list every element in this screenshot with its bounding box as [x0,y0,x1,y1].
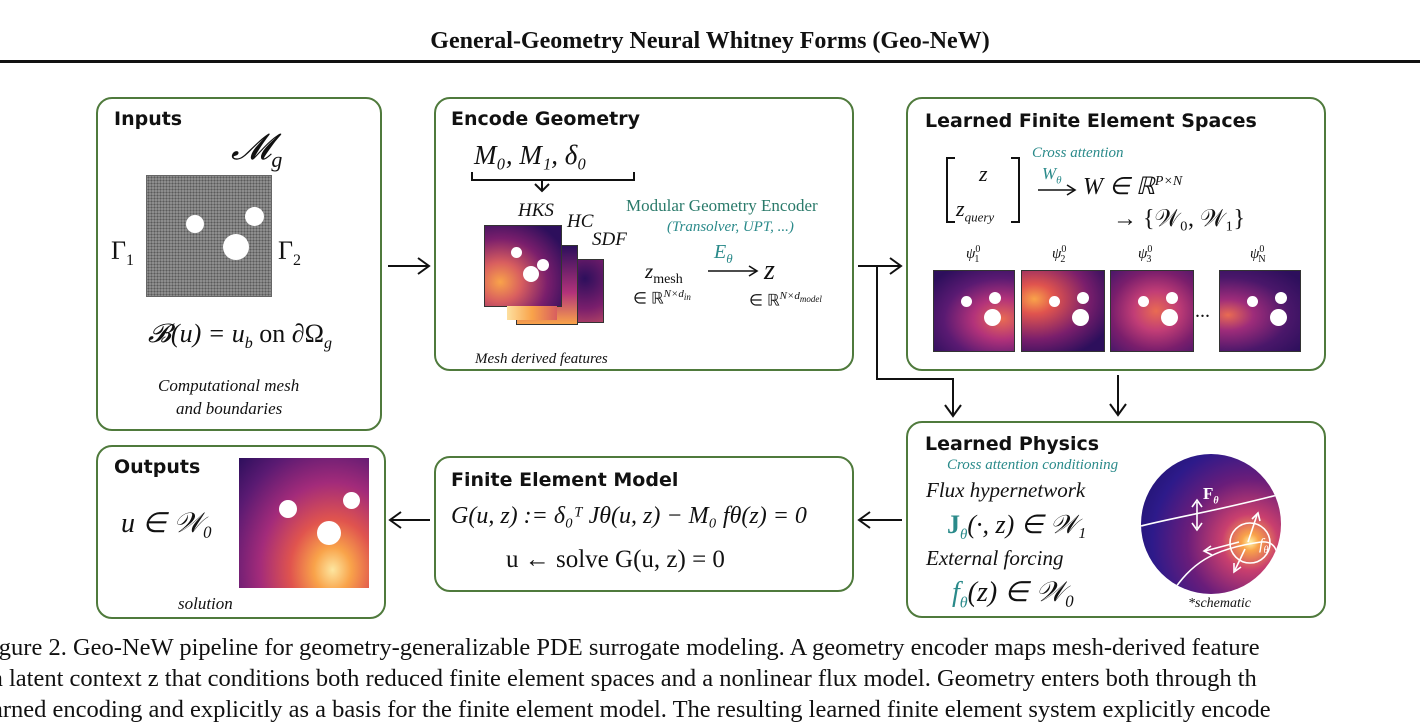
basis-hole [1161,309,1178,326]
fe-spaces-title: Learned Finite Element Spaces [925,110,1257,132]
finite-element-model-panel [434,456,854,592]
physics-schematic: Fθ fθ [1141,454,1281,594]
basis-field-2 [1021,270,1105,352]
modular-encoder-sub: (Transolver, UPT, ...) [667,219,794,235]
psi-label-1: ψ01 [966,244,981,265]
basis-hole [984,309,1001,326]
figure-title: General-Geometry Neural Whitney Forms (G… [430,28,990,54]
sdf-label: SDF [592,229,627,250]
solution-hole [317,521,341,545]
hks-feature-map [484,225,562,307]
basis-field-n [1219,270,1301,352]
z-latent: z [764,255,775,286]
fem-equation-solve: u ← solve G(u, z) = 0 [506,546,725,573]
gamma-1-label: Γ1 [111,236,135,270]
mesh-derived-note: Mesh derived features [475,351,608,367]
basis-field-3 [1110,270,1194,352]
schematic-overlay [1141,493,1281,594]
flux-equation: Jθ(·, z) ∈ 𝒲₁ [947,510,1087,544]
vector-z-query: zquery [956,196,995,225]
mesh-hole [223,234,249,260]
basis-ellipsis: ... [1195,300,1210,322]
boundary-equation: 𝓑(u) = ub on ∂Ωg [148,319,332,353]
w-theta: Wθ [1042,164,1062,187]
basis-hole [989,292,1001,304]
conditioning-label: Cross attention conditioning [947,457,1119,473]
inputs-note-line2: and boundaries [176,399,283,418]
basis-hole [1138,296,1149,307]
vector-brackets [946,157,1020,223]
fem-equation-residual: G(u, z) := δ₀ᵀ Jθ(u, z) − M₀ fθ(z) = 0 [451,503,807,529]
inputs-note-line1: Computational mesh [158,376,300,395]
modular-encoder-title: Modular Geometry Encoder [626,196,818,215]
solution-hole [279,500,297,518]
cross-attention-label: Cross attention [1032,145,1124,161]
feature-colorbar [507,306,557,320]
physics-title: Learned Physics [925,433,1100,455]
solution-note: solution [178,594,233,613]
outputs-title: Outputs [114,456,201,478]
caption-line-1: igure 2. Geo-NeW pipeline for geometry-g… [0,634,1260,661]
title-rule [0,60,1420,63]
psi-label-n: ψ0N [1250,244,1266,265]
flux-label: Flux hypernetwork [926,478,1086,502]
encode-title: Encode Geometry [451,108,640,130]
basis-hole [961,296,972,307]
w-theta-arrow [1038,184,1077,196]
forcing-label: External forcing [926,546,1064,570]
basis-hole [1049,296,1060,307]
forcing-equation: fθ(z) ∈ 𝒲₀ [952,577,1075,612]
basis-hole [1275,292,1287,304]
feature-hole [511,247,522,258]
whitney-forms: → {𝒲₀, 𝒲₁} [1113,206,1246,232]
brace-arrow [471,172,635,193]
gamma-2-label: Γ2 [278,236,302,270]
solution-hole [343,492,360,509]
basis-hole [1270,309,1287,326]
vector-z: z [979,161,988,186]
feature-hole [537,259,549,271]
psi-label-2: ψ02 [1052,244,1067,265]
basis-hole [1072,309,1089,326]
mesh-image [146,175,272,297]
figure-caption: igure 2. Geo-NeW pipeline for geometry-g… [0,632,1420,725]
hc-label: HC [567,211,594,232]
inputs-title: Inputs [114,108,183,130]
solution-field [239,458,369,588]
basis-hole [1166,292,1178,304]
e-theta: Eθ [714,241,733,266]
mesh-hole [186,215,204,233]
psi-label-3: ψ03 [1138,244,1153,265]
caption-line-2: a latent context z that conditions both … [0,665,1257,692]
hks-label: HKS [518,200,554,221]
basis-hole [1077,292,1089,304]
encoder-arrow [708,265,759,277]
schematic-F-theta: Fθ [1203,484,1219,507]
operator-matrices: M₀, M₁, δ₀ [474,140,587,170]
schematic-f-theta: fθ [1259,536,1269,557]
caption-line-3: arned encoding and explicitly as a basis… [0,696,1271,723]
feature-hole [523,266,539,282]
arrow-branch-to-physics [876,266,954,415]
basis-hole [1247,296,1258,307]
w-space: W ∈ ℝP×N [1083,174,1183,200]
mesh-symbol: 𝓜g [231,127,283,173]
fem-title: Finite Element Model [451,469,679,491]
mesh-hole [245,207,264,226]
outputs-equation: u ∈ 𝒲₀ [121,508,213,539]
z-mesh-space: ∈ ℝN×din [633,288,691,308]
z-latent-space: ∈ ℝN×dmodel [749,290,822,310]
schematic-note: *schematic [1188,596,1251,611]
basis-field-1 [933,270,1015,352]
z-mesh: zmesh [645,259,683,288]
